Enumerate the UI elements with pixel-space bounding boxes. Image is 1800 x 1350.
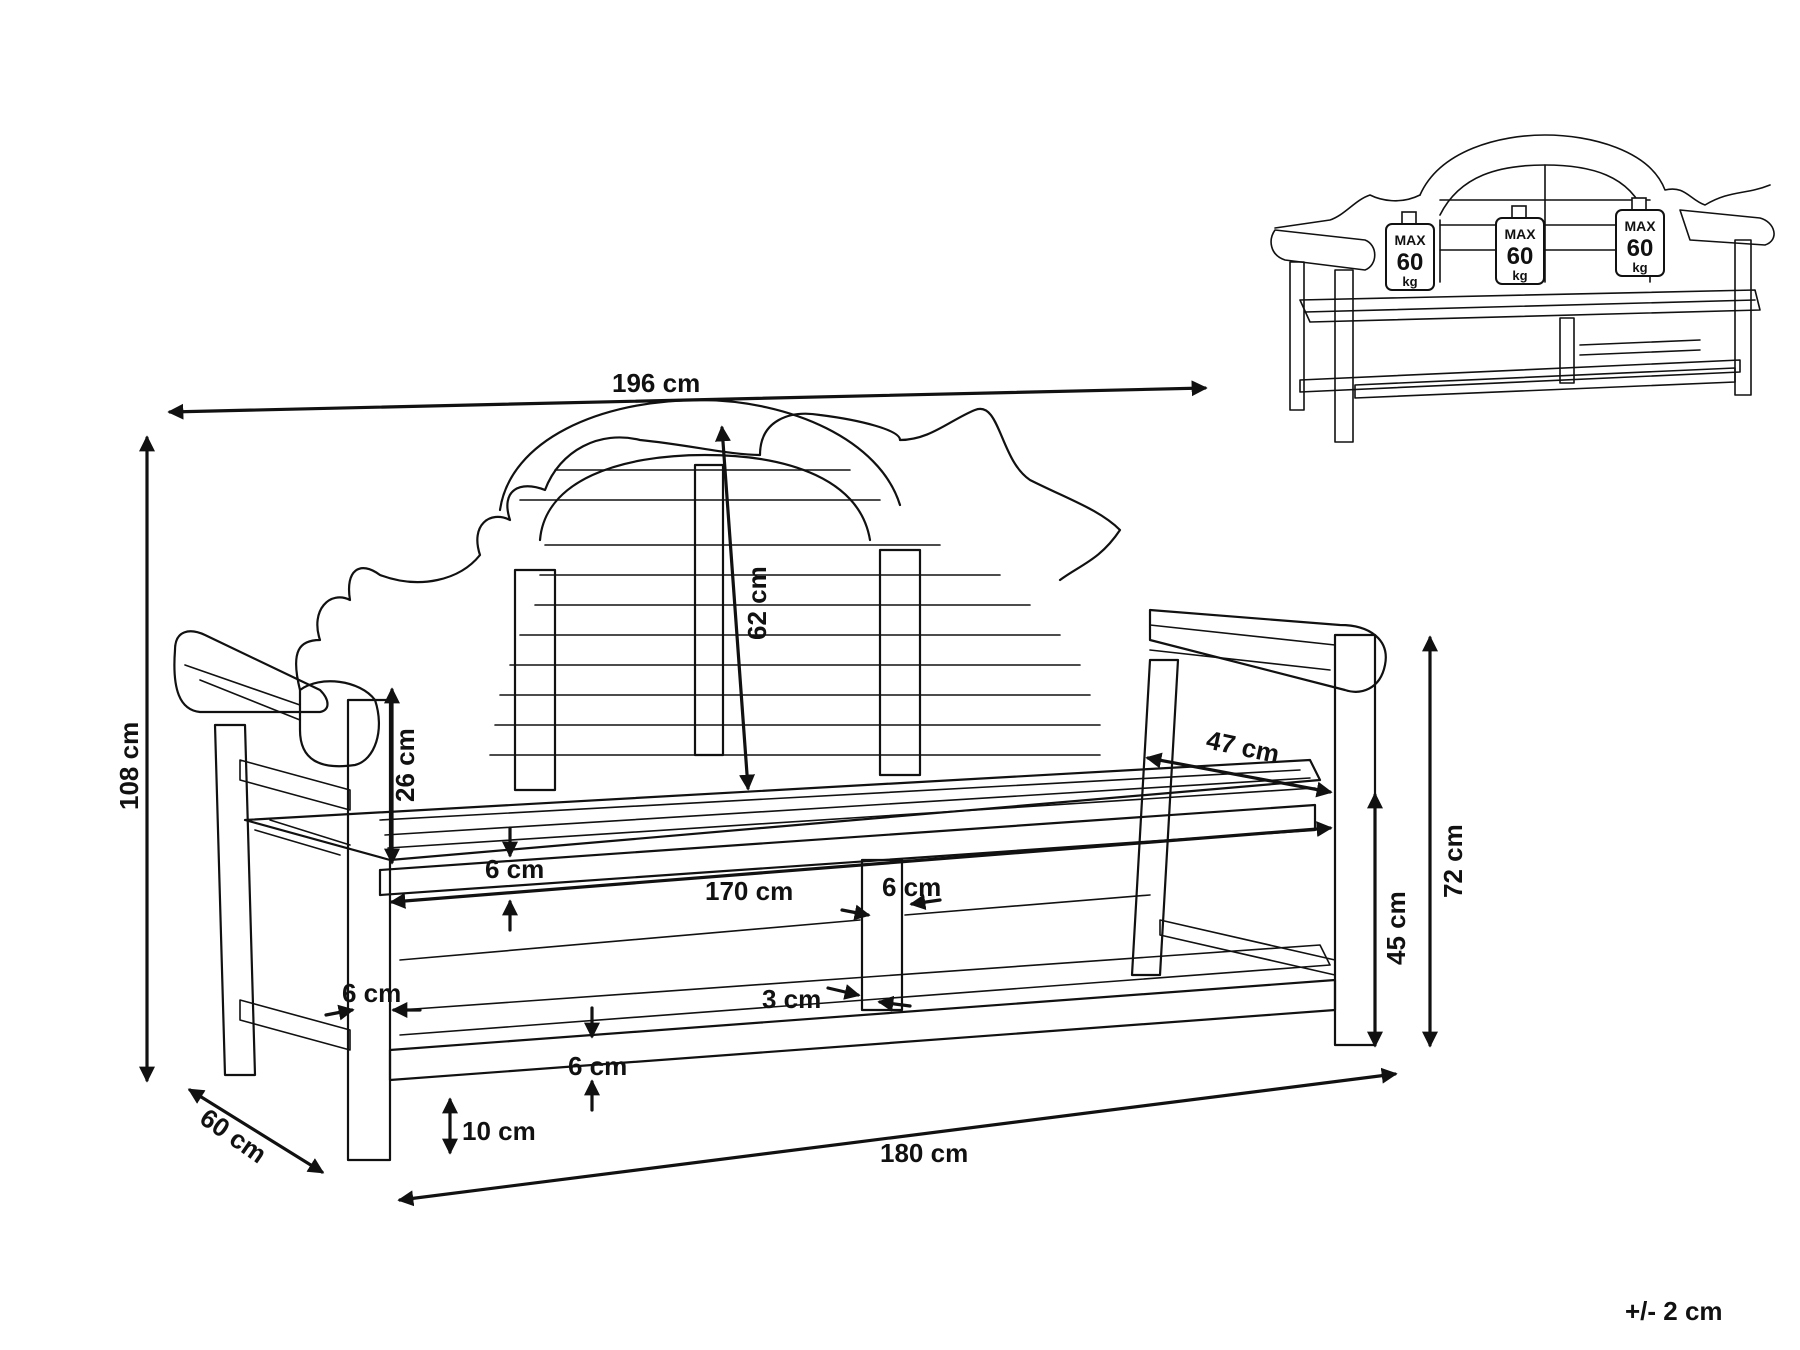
backrest-arch-inner xyxy=(538,453,872,542)
back-post-left xyxy=(513,568,557,792)
front-leg-right xyxy=(1333,633,1377,1047)
label-inner-seat-width: 170 cm xyxy=(705,876,793,906)
dim-line-base-length xyxy=(397,1067,1398,1207)
label-stretcher-thickness: 6 cm xyxy=(568,1051,627,1081)
label-total-width: 196 cm xyxy=(612,368,700,398)
label-total-height: 108 cm xyxy=(114,722,144,810)
back-post-center xyxy=(693,463,725,757)
back-post-right xyxy=(878,548,922,777)
weight-icon-right: MAX 60 kg xyxy=(1615,197,1665,277)
bench-main-drawing xyxy=(173,398,1387,1162)
dim-line-backrest xyxy=(714,425,756,791)
right-arm-scroll xyxy=(1148,608,1387,693)
svg-text:kg: kg xyxy=(1402,274,1417,289)
stretcher-top xyxy=(399,944,1331,1036)
back-leg-left xyxy=(213,723,257,1077)
dimension-lines xyxy=(139,380,1438,1207)
left-arm-end xyxy=(298,680,380,768)
left-side-rail xyxy=(239,759,351,811)
backrest-crest xyxy=(295,407,1122,692)
dimension-labels: 196 cm 108 cm 60 cm 62 cm 26 cm 47 cm 72… xyxy=(114,368,1468,1169)
label-backrest-lower: 26 cm xyxy=(390,728,420,802)
label-leg-width: 6 cm xyxy=(342,978,401,1008)
dim-line-seat-depth xyxy=(1145,752,1333,798)
svg-text:MAX: MAX xyxy=(1394,232,1426,248)
svg-text:60: 60 xyxy=(1507,243,1534,270)
weight-limit-thumbnail: MAX 60 kg MAX 60 kg MAX 60 kg xyxy=(1270,134,1775,443)
backrest-slats xyxy=(489,469,1101,756)
dim-line-inner-width xyxy=(389,821,1333,909)
svg-text:60: 60 xyxy=(1627,235,1654,262)
label-ground-clearance: 10 cm xyxy=(462,1116,536,1146)
svg-text:MAX: MAX xyxy=(1504,226,1536,242)
label-depth: 60 cm xyxy=(195,1102,273,1169)
dim-line-depth xyxy=(187,1088,325,1174)
tolerance-note: +/- 2 cm xyxy=(1625,1296,1723,1326)
label-stretcher-gap: 3 cm xyxy=(762,984,821,1014)
dim-line-total-width xyxy=(167,380,1208,420)
label-center-post: 6 cm xyxy=(882,872,941,902)
lower-stretcher xyxy=(388,978,1337,1082)
weight-icon-center: MAX 60 kg xyxy=(1495,205,1545,285)
svg-text:60: 60 xyxy=(1397,249,1424,276)
weight-icon-left: MAX 60 kg xyxy=(1385,211,1435,291)
label-seat-thickness: 6 cm xyxy=(485,854,544,884)
label-armrest-height: 72 cm xyxy=(1438,824,1468,898)
label-backrest-height: 62 cm xyxy=(742,566,772,640)
svg-text:kg: kg xyxy=(1632,260,1647,275)
left-arm-scroll xyxy=(173,630,329,714)
label-base-length: 180 cm xyxy=(880,1138,968,1168)
label-seat-height: 45 cm xyxy=(1381,891,1411,965)
right-side-stretcher xyxy=(1159,919,1336,976)
front-leg-left xyxy=(346,698,392,1162)
label-seat-depth: 47 cm xyxy=(1204,725,1282,770)
left-lower-rail xyxy=(239,999,351,1051)
svg-text:kg: kg xyxy=(1512,268,1527,283)
svg-text:MAX: MAX xyxy=(1624,218,1656,234)
